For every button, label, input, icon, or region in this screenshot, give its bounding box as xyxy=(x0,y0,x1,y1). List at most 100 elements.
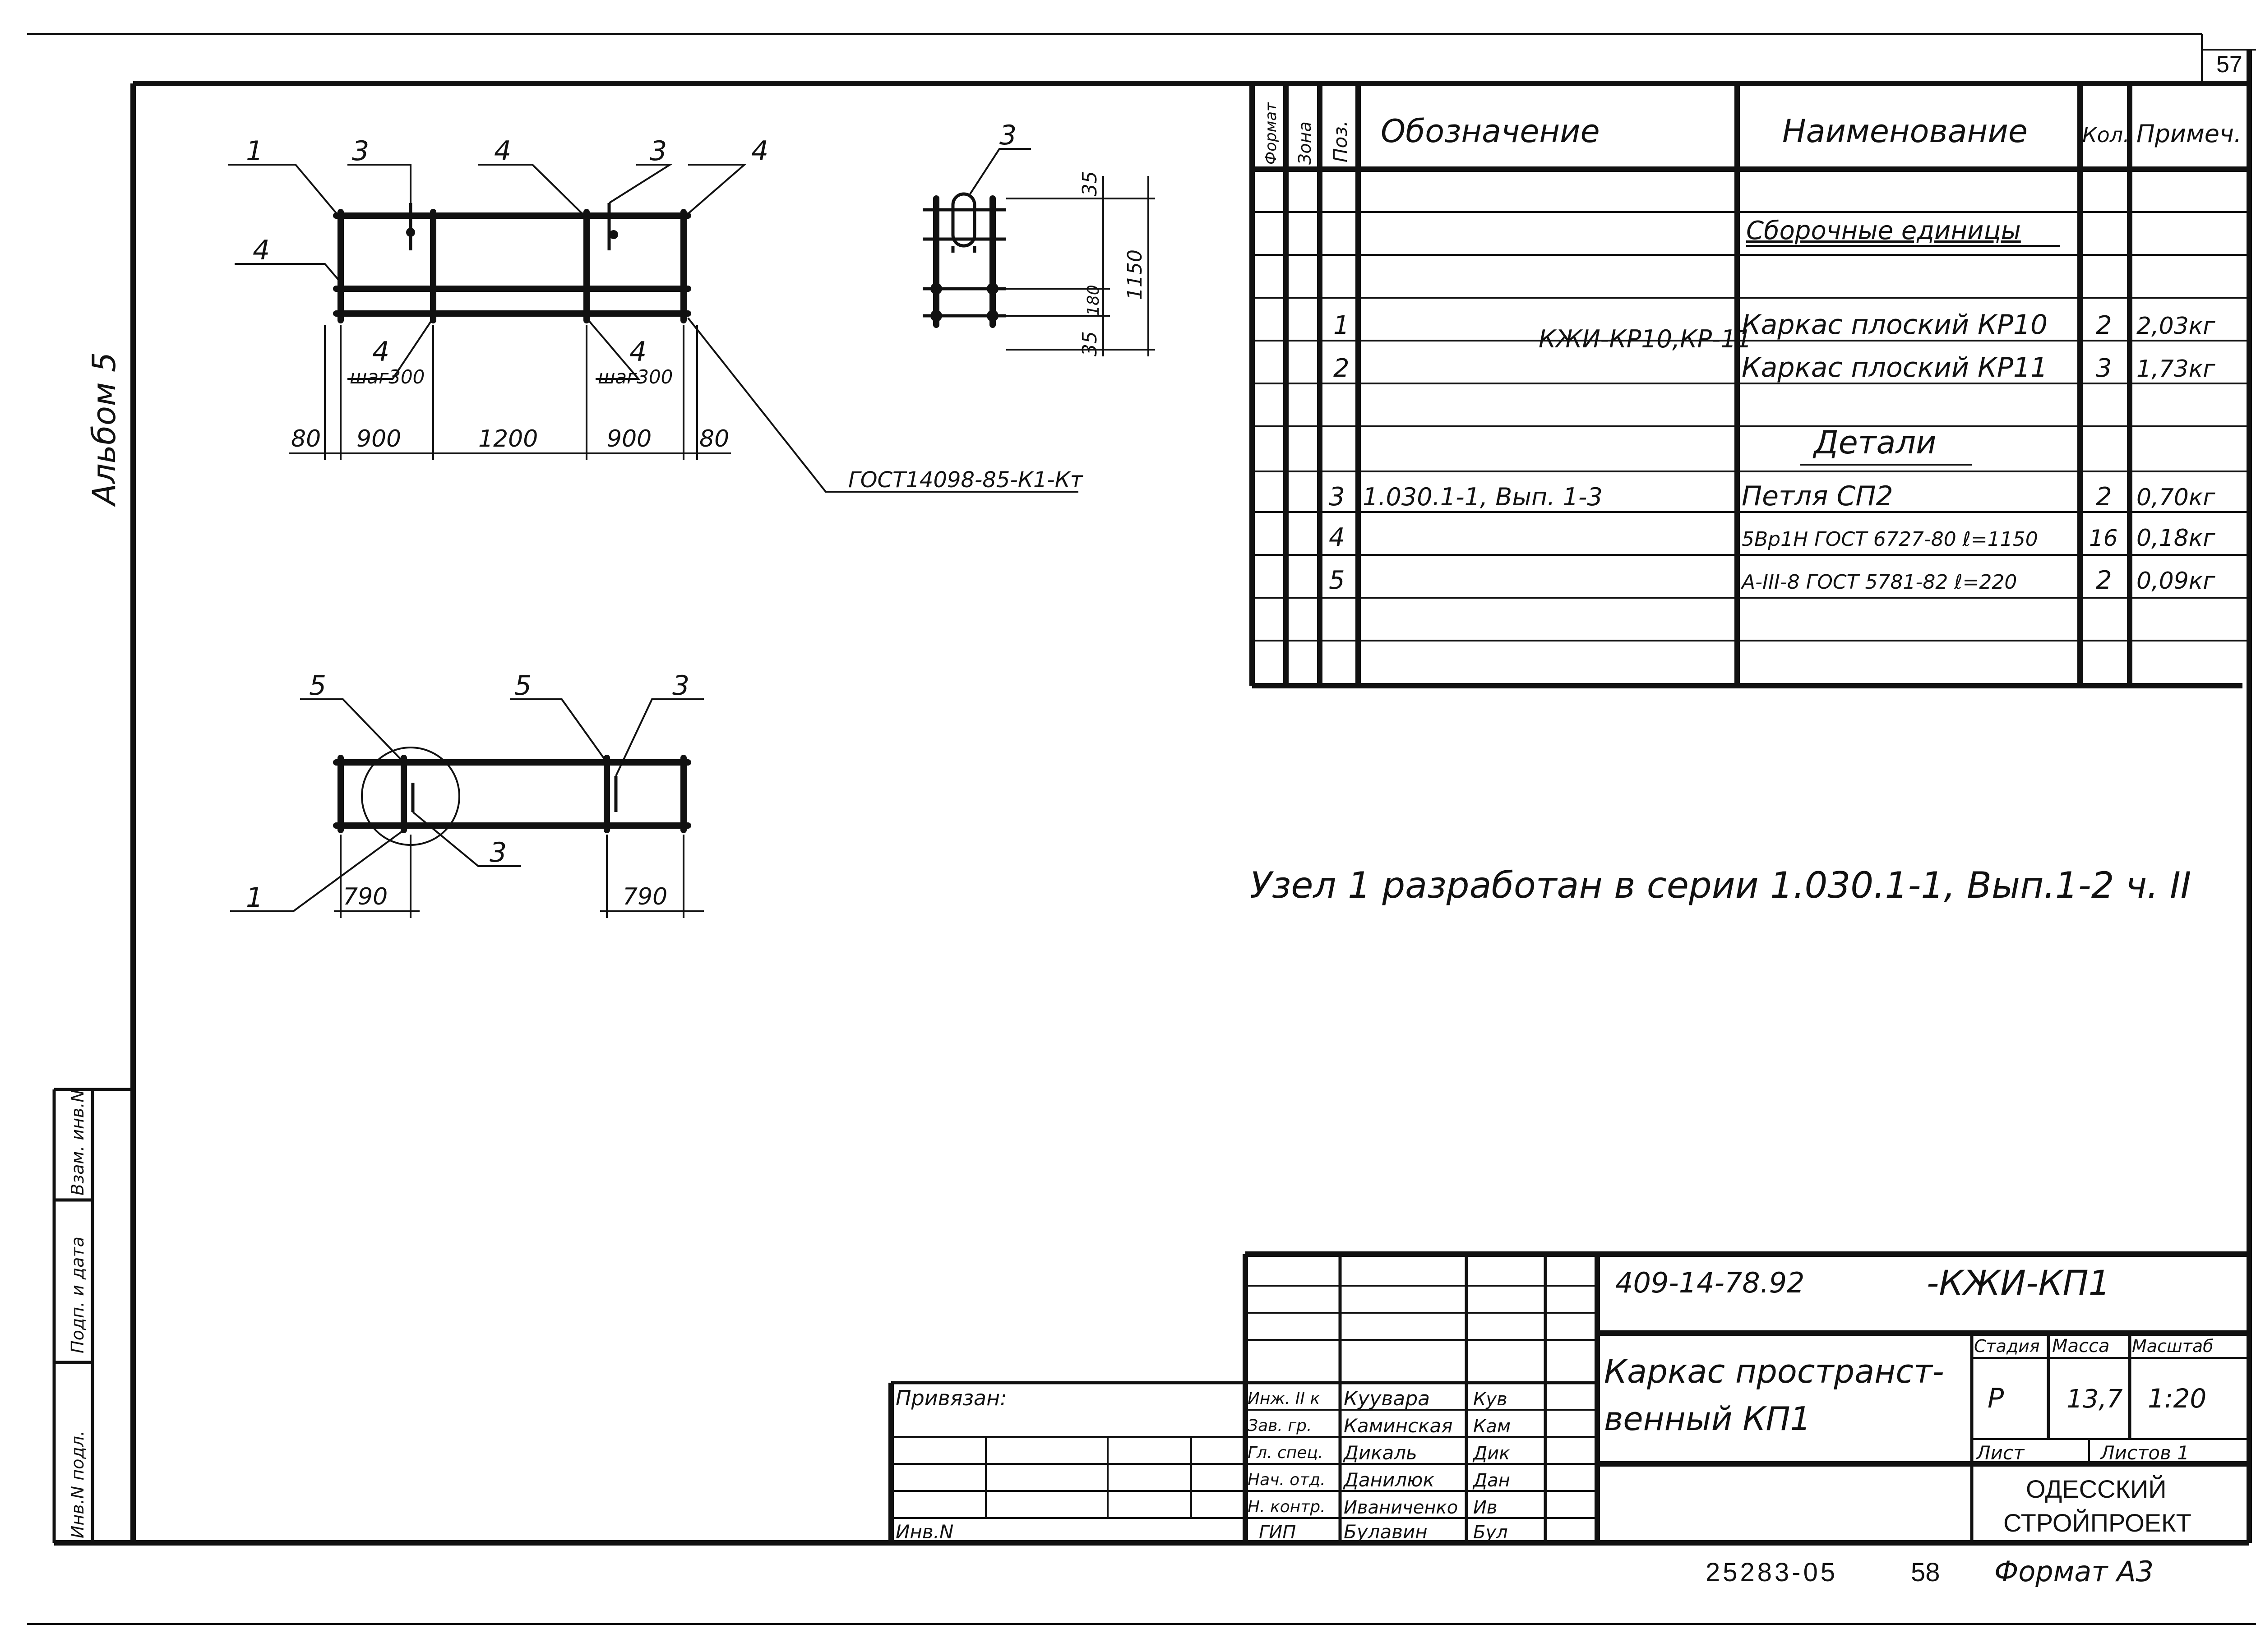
dimension-label: 80 xyxy=(699,425,729,452)
section-dim: 35 xyxy=(1078,171,1101,196)
plan-leader-label: 3 xyxy=(490,837,507,868)
spec-section-parts: Детали xyxy=(1812,424,1937,461)
spec-row: 4 5Вр1Н ГОСТ 6727-80 ℓ=1150 16 0,18кг xyxy=(1329,523,2215,552)
leader-label: 4 xyxy=(751,135,768,167)
album-label: Альбом 5 xyxy=(86,352,123,507)
sig-role: Нач. отд. xyxy=(1248,1471,1326,1489)
spec-table-grid xyxy=(1249,83,2249,688)
spec-row: 5 А-III-8 ГОСТ 5781-82 ℓ=220 2 0,09кг xyxy=(1329,566,2215,595)
spec-header-name: Наименование xyxy=(1782,113,2028,150)
stage-value: Р xyxy=(1988,1383,2004,1414)
spec-header-format: Формат xyxy=(1262,102,1280,165)
copy-number: 58 xyxy=(1911,1558,1940,1587)
plan-leader-label: 1 xyxy=(246,882,263,914)
section-dim: 180 xyxy=(1084,285,1103,316)
dimension-label: 900 xyxy=(607,425,652,452)
signature-row: Гл. спец. Дикаль Дик xyxy=(1248,1442,1510,1464)
spec-row: 2 Каркас плоский КР11 3 1,73кг xyxy=(1333,352,2215,383)
signature-row: Зав. гр. Каминская Кам xyxy=(1248,1415,1511,1437)
spec-pos: 1 xyxy=(1333,311,1350,340)
inv-label: Инв.N xyxy=(896,1521,953,1543)
sig-sign: Дик xyxy=(1472,1443,1510,1464)
sig-role: Гл. спец. xyxy=(1248,1444,1323,1462)
weld-note: ГОСТ14098-85-К1-Кт xyxy=(848,467,1084,493)
spec-pos: 2 xyxy=(1333,354,1350,383)
stamp-inv-orig: Инв.N подл. xyxy=(68,1431,88,1538)
title-line2: венный КП1 xyxy=(1604,1400,1811,1438)
stamp-inv-repl: Взам. инв.N xyxy=(68,1089,88,1195)
sig-sign: Дан xyxy=(1472,1470,1510,1491)
frame-section-drawing xyxy=(923,148,1155,356)
sig-sign: Кам xyxy=(1473,1416,1511,1437)
org-line1: ОДЕССКИЙ xyxy=(2026,1475,2167,1503)
signature-row: Н. контр. Иваниченко Ив xyxy=(1248,1497,1498,1518)
node-note: Узел 1 разработан в серии 1.030.1-1, Вып… xyxy=(1250,864,2191,906)
sheet-number: 57 xyxy=(2216,51,2242,78)
spec-header-zone: Зона xyxy=(1295,121,1315,165)
sig-name: Куувара xyxy=(1344,1387,1430,1410)
bound-label: Привязан: xyxy=(896,1386,1007,1410)
signature-row: ГИП Булавин Бул xyxy=(1259,1521,1508,1543)
sig-name: Данилюк xyxy=(1343,1469,1435,1491)
leader-label: 1 xyxy=(246,135,263,167)
spec-note: 1,73кг xyxy=(2136,355,2215,383)
sig-name: Иваниченко xyxy=(1344,1497,1458,1518)
signature-row: Нач. отд. Данилюк Дан xyxy=(1248,1469,1510,1491)
dimension-label: 80 xyxy=(291,425,321,452)
plan-leader-label: 3 xyxy=(672,670,689,701)
sheets-label: Листов 1 xyxy=(2099,1442,2189,1464)
plan-leader-label: 5 xyxy=(309,670,326,701)
plan-leader-label: 5 xyxy=(514,670,532,701)
leader-label: 4 xyxy=(494,135,511,167)
spec-ref-designation: КЖИ-КР10,КР-11 xyxy=(1539,325,1752,353)
frame-elevation-drawing xyxy=(333,203,691,323)
doc-suffix: -КЖИ-КП1 xyxy=(1927,1263,2110,1303)
spec-note: 0,18кг xyxy=(2136,525,2215,552)
stamp-sign-date: Подп. и дата xyxy=(68,1237,88,1353)
step-label: шаг300 xyxy=(598,366,673,388)
sig-role: Н. контр. xyxy=(1248,1498,1326,1516)
scale-value: 1:20 xyxy=(2148,1383,2206,1414)
spec-qty: 2 xyxy=(2096,311,2112,340)
elevation-leaders xyxy=(228,164,1078,493)
spec-note: 0,70кг xyxy=(2136,484,2215,511)
spec-header-pos: Поз. xyxy=(1329,120,1351,162)
dimension-label: 1200 xyxy=(478,425,538,452)
sig-name: Каминская xyxy=(1344,1415,1452,1437)
doc-code: 409-14-78.92 xyxy=(1615,1266,1804,1299)
spec-pos: 4 xyxy=(1329,523,1345,552)
spec-header-qty: Кол. xyxy=(2082,123,2130,147)
step-label: шаг300 xyxy=(350,366,425,388)
mass-value: 13,7 xyxy=(2066,1384,2123,1414)
spec-qty: 3 xyxy=(2096,354,2112,383)
spec-pos: 3 xyxy=(1329,482,1345,512)
section-dim: 35 xyxy=(1078,331,1101,356)
spec-pos: 5 xyxy=(1329,566,1345,595)
spec-header-note: Примеч. xyxy=(2136,120,2242,148)
spec-header-designation: Обозначение xyxy=(1381,113,1600,150)
sig-name: Дикаль xyxy=(1343,1442,1417,1464)
spec-qty: 16 xyxy=(2089,525,2118,551)
margin-stamp xyxy=(52,1088,133,1543)
title-line1: Каркас пространст- xyxy=(1604,1352,1944,1390)
sheet-label: Лист xyxy=(1975,1442,2025,1464)
copy-code: 25283-05 xyxy=(1706,1558,1838,1587)
section-dim: 1150 xyxy=(1123,249,1146,300)
spec-name: А-III-8 ГОСТ 5781-82 ℓ=220 xyxy=(1740,571,2017,594)
spec-name: Каркас плоский КР10 xyxy=(1742,309,2048,341)
org-line2: СТРОЙПРОЕКТ xyxy=(2003,1509,2191,1537)
frame-plan-drawing xyxy=(230,698,704,918)
leader-label: 3 xyxy=(352,135,369,167)
leader-label: 3 xyxy=(650,135,667,167)
spec-section-assembly: Сборочные единицы xyxy=(1746,216,2021,245)
format-label: Формат А3 xyxy=(1994,1555,2154,1588)
scale-header: Масштаб xyxy=(2132,1336,2214,1356)
elevation-dimensions xyxy=(289,325,731,460)
leader-label: 4 xyxy=(253,235,270,266)
sig-sign: Бул xyxy=(1473,1522,1508,1543)
section-leader-label: 3 xyxy=(999,120,1017,151)
plan-dim-label: 790 xyxy=(623,883,667,910)
spec-name: 5Вр1Н ГОСТ 6727-80 ℓ=1150 xyxy=(1742,528,2038,551)
spec-qty: 2 xyxy=(2096,482,2112,512)
spec-note: 2,03кг xyxy=(2136,313,2215,340)
